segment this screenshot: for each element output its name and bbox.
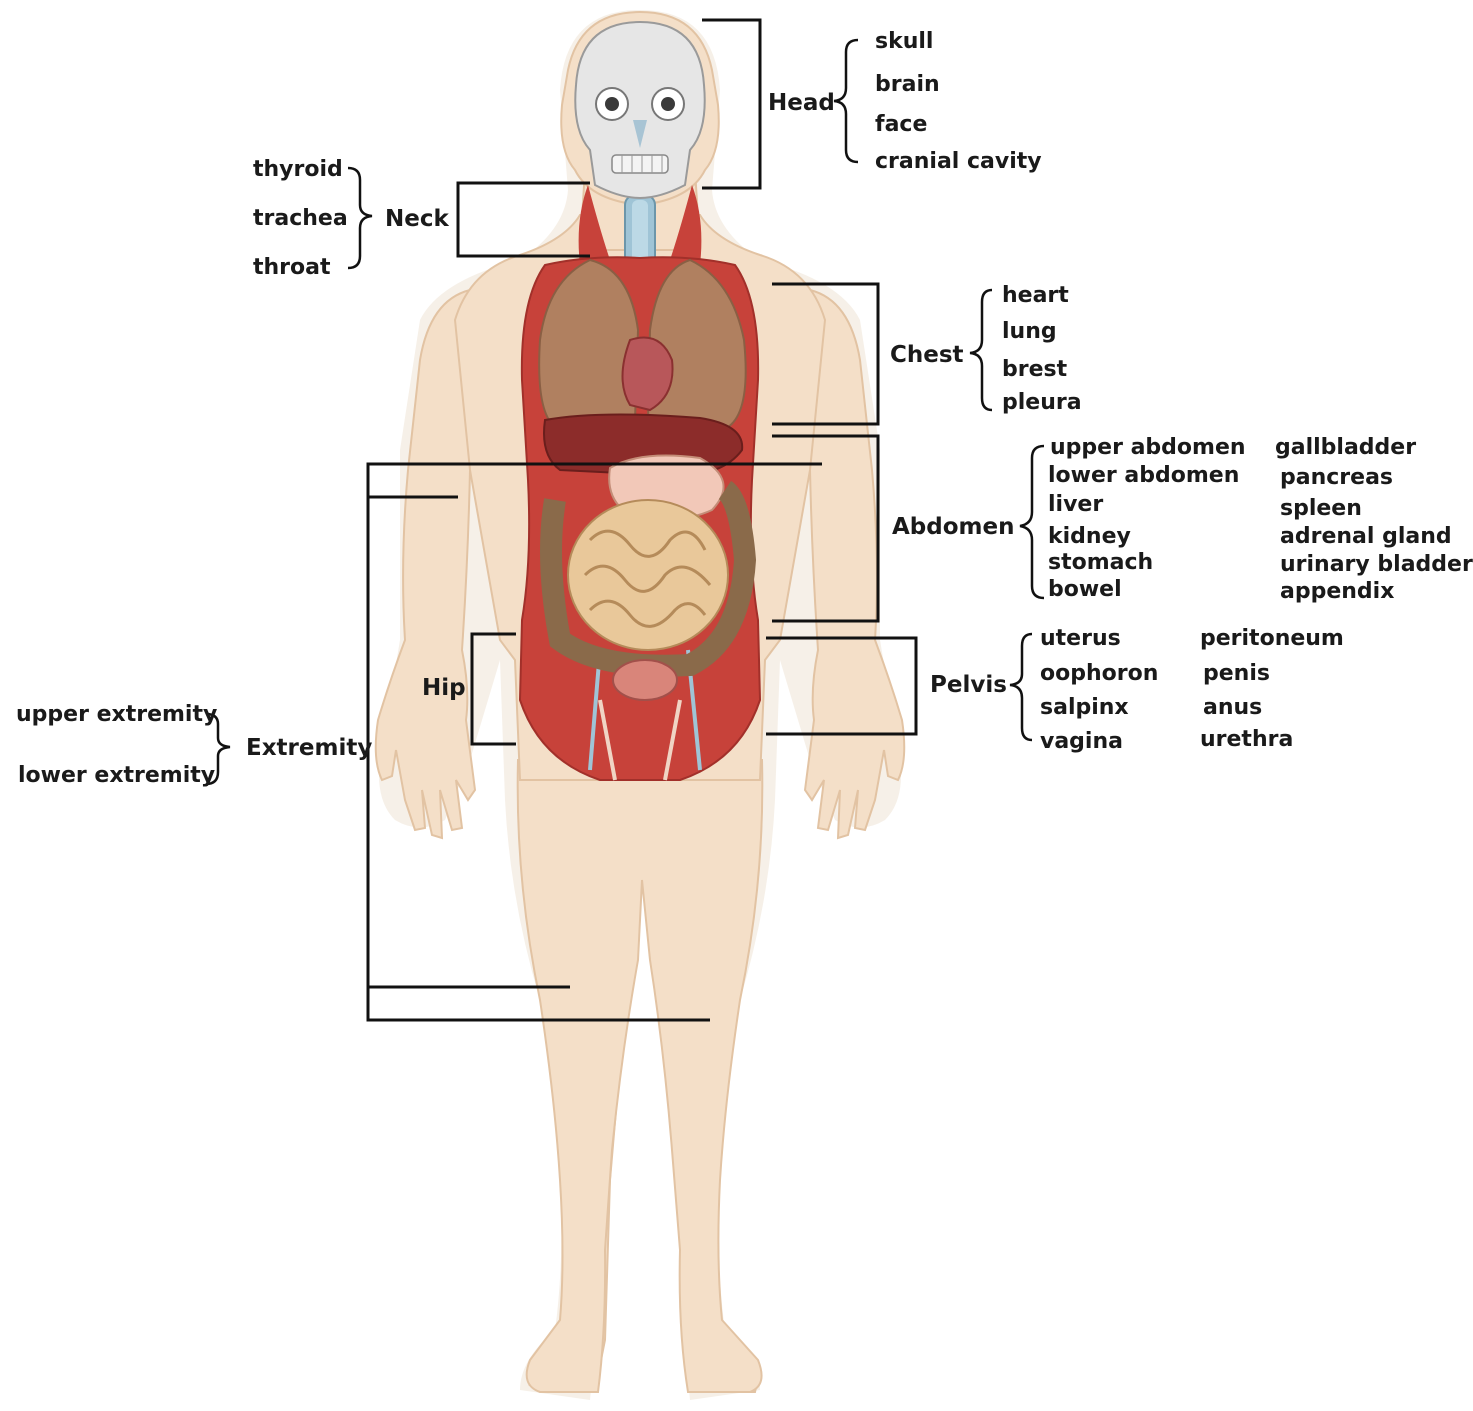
pelvis-item: uterus	[1040, 626, 1121, 651]
chest-item-brest: brest	[1002, 357, 1068, 382]
abdomen-item: bowel	[1048, 577, 1122, 602]
chest-label: Chest	[890, 342, 964, 368]
neck-brace	[348, 168, 372, 268]
pelvis-item: penis	[1203, 661, 1270, 686]
abdomen-item: adrenal gland	[1280, 524, 1452, 549]
pelvis-label: Pelvis	[930, 672, 1007, 698]
head-item-cranial-cavity: cranial cavity	[875, 149, 1042, 174]
neck-item-trachea: trachea	[253, 206, 348, 231]
head-label: Head	[768, 90, 835, 116]
pelvis-item: peritoneum	[1200, 626, 1344, 651]
head-item-skull: skull	[875, 29, 933, 54]
abdomen-item: urinary bladder	[1280, 552, 1473, 577]
head-item-brain: brain	[875, 72, 940, 97]
abdomen-label: Abdomen	[892, 514, 1014, 540]
abdomen-item: gallbladder	[1275, 435, 1416, 460]
pelvis-item: salpinx	[1040, 695, 1129, 720]
abdomen-item: liver	[1048, 492, 1103, 517]
pelvis-item: oophoron	[1040, 661, 1158, 686]
abdomen-item: kidney	[1048, 524, 1131, 549]
neck-item-throat: throat	[253, 255, 331, 280]
extremity-item-lower: lower extremity	[18, 763, 215, 788]
head-item-face: face	[875, 112, 927, 137]
body-illustration	[376, 10, 905, 1400]
head-brace	[834, 40, 858, 162]
pelvis-item: vagina	[1040, 729, 1123, 754]
pelvis-brace	[1010, 634, 1032, 740]
neck-item-thyroid: thyroid	[253, 157, 343, 182]
abdomen-item: pancreas	[1280, 465, 1393, 490]
abdomen-item: lower abdomen	[1048, 463, 1239, 488]
extremity-item-upper: upper extremity	[16, 702, 217, 727]
neck-label: Neck	[385, 206, 449, 232]
extremity-label: Extremity	[246, 735, 372, 761]
pelvis-item: urethra	[1200, 727, 1293, 752]
abdomen-item: upper abdomen	[1050, 435, 1246, 460]
abdomen-item: appendix	[1280, 579, 1394, 604]
chest-item-lung: lung	[1002, 319, 1057, 344]
hip-label: Hip	[422, 675, 466, 701]
abdomen-item: stomach	[1048, 550, 1153, 575]
abdomen-brace	[1020, 446, 1044, 598]
chest-brace	[970, 290, 992, 410]
pelvis-item: anus	[1203, 695, 1262, 720]
chest-item-heart: heart	[1002, 283, 1069, 308]
chest-item-pleura: pleura	[1002, 390, 1082, 415]
abdomen-item: spleen	[1280, 496, 1362, 521]
